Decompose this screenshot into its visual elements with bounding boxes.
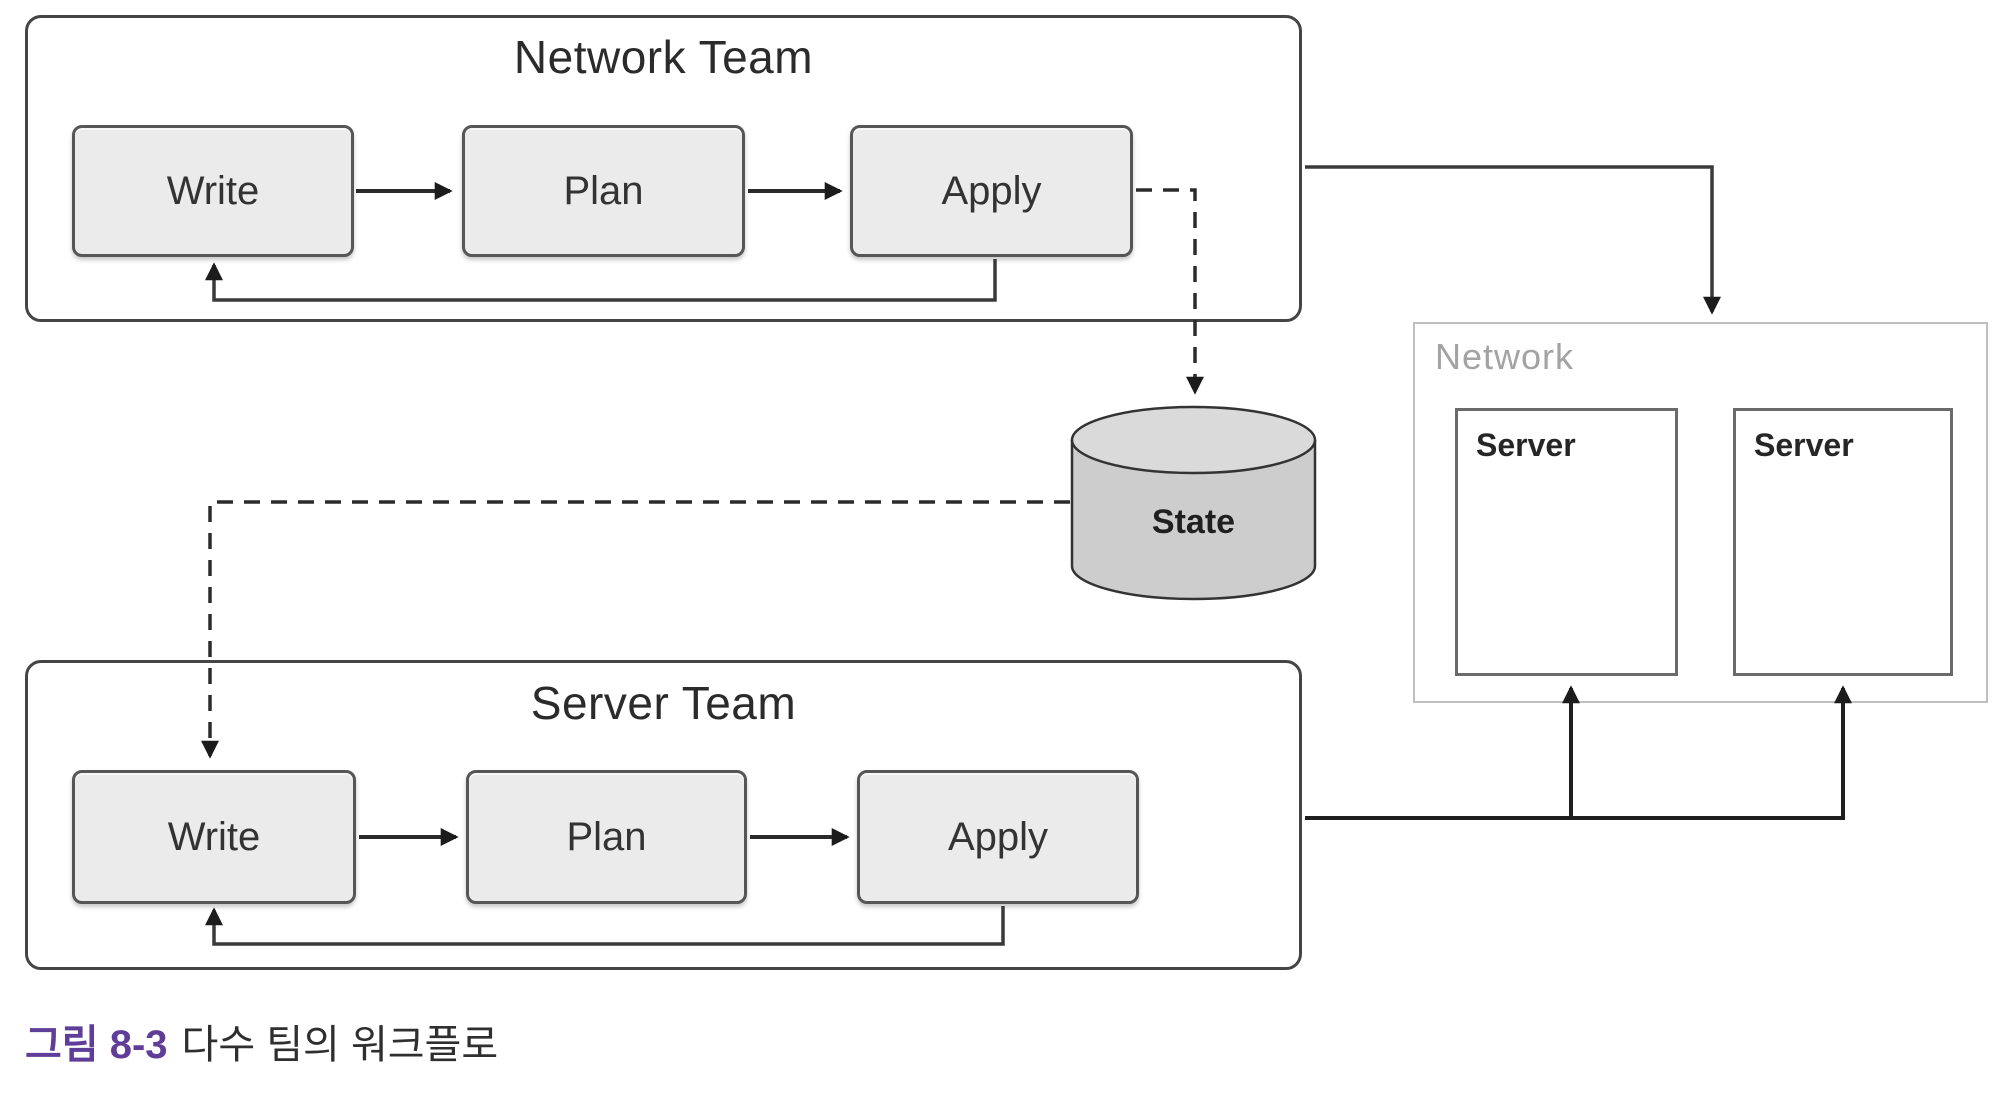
network-team-step-apply: Apply — [850, 125, 1133, 257]
server-team-step-plan: Plan — [466, 770, 747, 904]
figure-number: 그림 8-3 — [25, 1023, 168, 1067]
arrow-server-team-to-server2 — [1305, 685, 1852, 820]
network-team-title: Network Team — [513, 31, 814, 83]
network-team-step-write: Write — [72, 125, 354, 257]
server-team-title: Server Team — [530, 677, 797, 729]
state-label: State — [1151, 503, 1236, 541]
network-team-step-plan: Plan — [462, 125, 745, 257]
server-box-1: Server — [1455, 408, 1678, 676]
network-zone-label: Network — [1435, 336, 1575, 377]
server-box-2: Server — [1733, 408, 1953, 676]
server-team-step-apply: Apply — [857, 770, 1139, 904]
figure-caption-text: 다수 팀의 워크플로 — [181, 1023, 499, 1067]
server-team-step-write: Write — [72, 770, 356, 904]
arrow-network-team-to-network-zone — [1305, 165, 1721, 315]
figure-caption: 그림 8-3 다수 팀의 워크플로 — [25, 1012, 498, 1070]
